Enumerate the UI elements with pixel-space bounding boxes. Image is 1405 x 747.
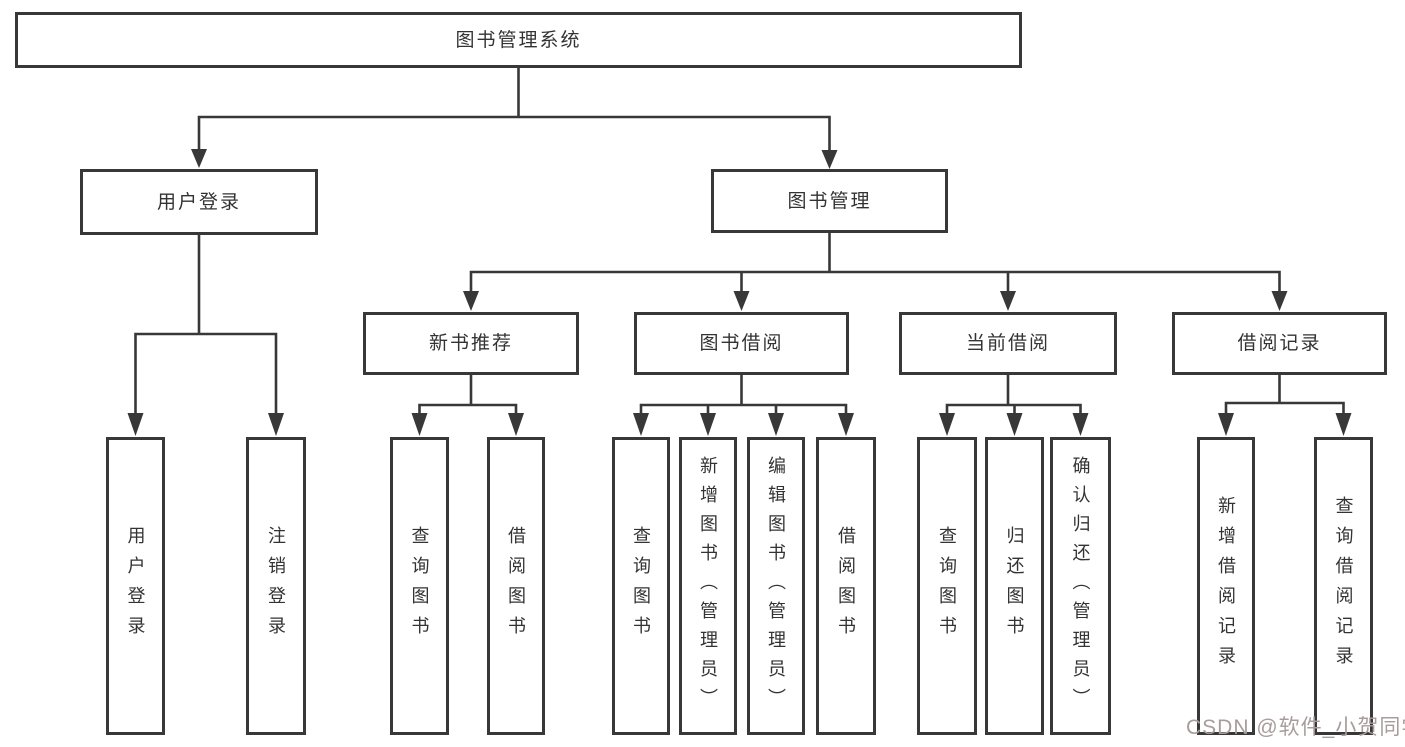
- node-book-borrow: 图书借阅: [634, 312, 849, 375]
- leaf-confirm-return-admin: 确认归还（管理员）: [1050, 437, 1111, 735]
- leaf-borrow-book: 借阅图书: [487, 437, 545, 735]
- leaf-return-book: 归还图书: [985, 437, 1044, 735]
- node-book-management: 图书管理: [711, 169, 948, 233]
- leaf-add-book-admin: 新增图书（管理员）: [679, 437, 737, 735]
- leaf-add-borrow-record: 新增借阅记录: [1197, 437, 1255, 735]
- node-user-login: 用户登录: [80, 169, 318, 235]
- node-root-system: 图书管理系统: [15, 12, 1022, 68]
- node-new-book-recommend: 新书推荐: [363, 312, 579, 375]
- leaf-edit-book-admin: 编辑图书（管理员）: [747, 437, 805, 735]
- leaf-borrow-book: 借阅图书: [816, 437, 876, 735]
- leaf-query-book: 查询图书: [390, 437, 449, 735]
- leaf-query-borrow-record: 查询借阅记录: [1314, 437, 1373, 735]
- leaf-query-book: 查询图书: [612, 437, 670, 735]
- node-current-borrow: 当前借阅: [899, 312, 1117, 375]
- leaf-logout: 注销登录: [246, 437, 306, 735]
- watermark: CSDN @软件_小贺同学: [1186, 716, 1405, 739]
- leaf-user-login: 用户登录: [106, 437, 165, 735]
- node-borrow-records: 借阅记录: [1172, 312, 1387, 375]
- leaf-query-book: 查询图书: [917, 437, 977, 735]
